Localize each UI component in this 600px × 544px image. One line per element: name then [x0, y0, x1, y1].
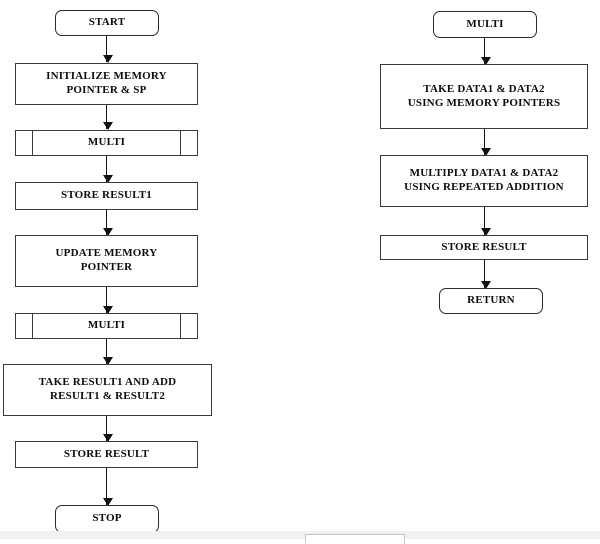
node-store-result-main[interactable]: STORE RESULT [15, 441, 198, 468]
subroutine-left-bar-icon [32, 314, 33, 338]
node-multi-call-1[interactable]: MULTI [15, 130, 198, 156]
arrowhead-icon [102, 357, 113, 365]
node-store-result-sub[interactable]: STORE RESULT [380, 235, 588, 260]
node-multi-call-2-label: MULTI [87, 319, 126, 332]
arrowhead-icon [102, 434, 113, 442]
arrowhead-icon [480, 228, 491, 236]
node-multi-call-2[interactable]: MULTI [15, 313, 198, 339]
node-sub-multi-entry-label: MULTI [466, 17, 504, 30]
node-take-result1-and-add[interactable]: TAKE RESULT1 AND ADD RESULT1 & RESULT2 [3, 364, 212, 416]
connector-submulti-to-take [480, 38, 491, 65]
subroutine-right-bar-icon [180, 314, 181, 338]
arrowhead-icon [102, 55, 113, 63]
arrowhead-icon [102, 122, 113, 130]
node-store-result-main-label: STORE RESULT [63, 447, 150, 460]
connector-storeresult-to-stop [102, 468, 113, 506]
node-return-label: RETURN [467, 294, 515, 307]
node-stop-label: STOP [92, 512, 122, 525]
node-multiply-data1-data2-label: MULTIPLY DATA1 & DATA2 USING REPEATED AD… [404, 167, 564, 193]
node-initialize-label: INITIALIZE MEMORY POINTER & SP [46, 70, 167, 96]
node-update-memory-pointer-label: UPDATE MEMORY POINTER [55, 247, 158, 273]
arrowhead-icon [102, 175, 113, 183]
node-initialize-memory-pointer-sp[interactable]: INITIALIZE MEMORY POINTER & SP [15, 63, 198, 105]
node-take-data1-data2[interactable]: TAKE DATA1 & DATA2 USING MEMORY POINTERS [380, 64, 588, 129]
connector-multi1-to-store1 [102, 156, 113, 183]
connector-update-to-multi2 [102, 287, 113, 314]
connector-multiply-to-store [480, 207, 491, 236]
partial-cutoff-box [305, 534, 405, 544]
connector-start-to-init [102, 36, 113, 63]
connector-init-to-multi1 [102, 105, 113, 130]
node-store-result1-label: STORE RESULT1 [61, 189, 152, 202]
connector-multi2-to-takeadd [102, 339, 113, 365]
node-take-data1-data2-label: TAKE DATA1 & DATA2 USING MEMORY POINTERS [407, 82, 561, 109]
arrowhead-icon [480, 148, 491, 156]
node-stop[interactable]: STOP [55, 505, 159, 533]
connector-store1-to-update [102, 210, 113, 236]
node-multi-call-1-label: MULTI [87, 136, 126, 149]
connector-store-to-return [480, 260, 491, 289]
arrowhead-icon [102, 228, 113, 236]
node-return[interactable]: RETURN [439, 288, 543, 314]
node-start[interactable]: START [55, 10, 159, 36]
node-multiply-data1-data2[interactable]: MULTIPLY DATA1 & DATA2 USING REPEATED AD… [380, 155, 588, 207]
connector-takeadd-to-storeresult [102, 416, 113, 442]
node-update-memory-pointer[interactable]: UPDATE MEMORY POINTER [15, 235, 198, 287]
arrowhead-icon [102, 498, 113, 506]
node-take-result1-and-add-label: TAKE RESULT1 AND ADD RESULT1 & RESULT2 [38, 376, 177, 402]
arrowhead-icon [480, 57, 491, 65]
connector-take-to-multiply [480, 129, 491, 156]
node-store-result-sub-label: STORE RESULT [441, 240, 527, 253]
subroutine-right-bar-icon [180, 131, 181, 155]
subroutine-left-bar-icon [32, 131, 33, 155]
node-sub-multi-entry[interactable]: MULTI [433, 11, 537, 38]
arrowhead-icon [102, 306, 113, 314]
arrowhead-icon [480, 281, 491, 289]
node-start-label: START [88, 16, 126, 29]
node-store-result1[interactable]: STORE RESULT1 [15, 182, 198, 210]
bottom-strip [0, 531, 600, 539]
